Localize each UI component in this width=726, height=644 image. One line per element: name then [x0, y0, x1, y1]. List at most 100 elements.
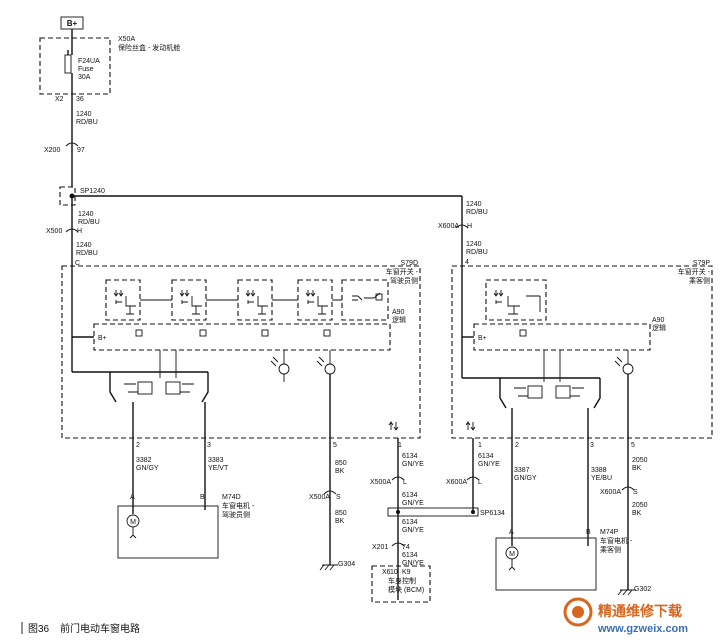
svg-text:6134: 6134	[402, 492, 418, 499]
svg-text:乘客侧: 乘客侧	[600, 545, 621, 554]
svg-text:BK: BK	[632, 465, 642, 472]
svg-text:B: B	[200, 494, 205, 501]
svg-text:RD/BU: RD/BU	[466, 249, 488, 256]
svg-text:S79P: S79P	[693, 260, 710, 267]
svg-text:GN/GY: GN/GY	[136, 465, 159, 472]
x500-connector-h	[65, 228, 79, 233]
svg-text:S: S	[336, 494, 341, 501]
fuse-f24ua	[64, 54, 72, 74]
svg-text:乘客侧: 乘客侧	[689, 276, 710, 285]
svg-text:M: M	[130, 519, 136, 526]
ground-symbol-g302	[617, 589, 636, 596]
svg-text:6134: 6134	[402, 519, 418, 526]
svg-text:C: C	[75, 260, 80, 267]
svg-text:YE/BU: YE/BU	[591, 475, 612, 482]
svg-text:RD/BU: RD/BU	[76, 119, 98, 126]
svg-text:逻辑: 逻辑	[652, 323, 666, 332]
svg-text:3383: 3383	[208, 457, 224, 464]
x201-connector	[391, 542, 405, 547]
x200-connector	[65, 142, 79, 147]
watermark-brand: 精通维修下载	[598, 603, 682, 619]
svg-text:A90: A90	[392, 309, 405, 316]
signal-arrows-right	[465, 421, 476, 431]
svg-text:K9: K9	[402, 569, 411, 576]
svg-text:H: H	[467, 223, 472, 230]
svg-text:1240: 1240	[466, 241, 482, 248]
svg-text:74: 74	[402, 544, 410, 551]
bcm-k9	[371, 565, 431, 603]
svg-text:X500: X500	[46, 228, 62, 235]
x2-conn: X2	[55, 96, 64, 103]
svg-text:X201: X201	[372, 544, 388, 551]
svg-text:GN/GY: GN/GY	[514, 475, 537, 482]
svg-text:A90: A90	[652, 317, 665, 324]
svg-text:BK: BK	[632, 510, 642, 517]
svg-text:SP1240: SP1240	[80, 188, 105, 195]
lockout-switch	[341, 279, 389, 321]
svg-text:B+: B+	[98, 335, 107, 342]
svg-text:6134: 6134	[478, 453, 494, 460]
svg-text:M: M	[509, 551, 515, 558]
svg-text:M74D: M74D	[222, 494, 241, 501]
svg-text:850: 850	[335, 460, 347, 467]
svg-text:BK: BK	[335, 468, 345, 475]
fusebox-x50a	[39, 37, 111, 95]
svg-text:3: 3	[590, 442, 594, 449]
svg-text:X500A: X500A	[309, 494, 330, 501]
svg-text:A: A	[509, 529, 514, 536]
fuse-id: F24UA	[78, 58, 100, 65]
svg-text:RD/BU: RD/BU	[466, 209, 488, 216]
svg-text:2: 2	[515, 442, 519, 449]
fuse-rating: 30A	[78, 74, 91, 81]
svg-text:X600A: X600A	[446, 479, 467, 486]
svg-text:H: H	[77, 228, 82, 235]
svg-text:6134: 6134	[402, 453, 418, 460]
watermark-url: www.gzweix.com	[597, 623, 688, 635]
svg-text:X6: X6	[382, 569, 391, 576]
svg-text:B: B	[586, 529, 591, 536]
x50a-name: 保险丝盒 - 发动机舱	[118, 43, 180, 52]
svg-text:GN/YE: GN/YE	[402, 461, 424, 468]
signal-arrows-left	[388, 421, 399, 431]
svg-text:4: 4	[465, 259, 469, 266]
window-switch-1	[105, 279, 141, 321]
svg-text:1240: 1240	[78, 211, 94, 218]
x50a-id: X50A	[118, 36, 135, 43]
window-switch-passenger	[485, 279, 547, 321]
switch-module-s79p	[451, 265, 713, 439]
svg-text:A: A	[130, 494, 135, 501]
svg-text:3388: 3388	[591, 467, 607, 474]
motor-m74d	[117, 505, 219, 559]
svg-text:X600A: X600A	[600, 489, 621, 496]
svg-text:GN/YE: GN/YE	[402, 527, 424, 534]
svg-text:RD/BU: RD/BU	[76, 250, 98, 257]
svg-text:G304: G304	[338, 561, 355, 568]
svg-text:1240: 1240	[466, 201, 482, 208]
splice-sp6134	[387, 507, 479, 517]
indicator-led-left-1	[270, 350, 290, 382]
x500a-s-connector	[323, 490, 337, 495]
svg-text:X200: X200	[44, 147, 60, 154]
window-switch-3	[237, 279, 273, 321]
svg-text:S: S	[633, 489, 638, 496]
indicator-led-left-2	[316, 350, 336, 375]
svg-text:L: L	[478, 479, 482, 486]
svg-text:驾驶员侧: 驾驶员侧	[222, 510, 250, 519]
svg-text:850: 850	[335, 510, 347, 517]
svg-text:车窗开关 -: 车窗开关 -	[678, 267, 711, 276]
svg-text:GN/YE: GN/YE	[478, 461, 500, 468]
svg-text:L: L	[403, 479, 407, 486]
svg-text:YE/VT: YE/VT	[208, 465, 229, 472]
x500a-l-connector	[391, 476, 405, 481]
svg-text:RD/BU: RD/BU	[78, 219, 100, 226]
motor-relay-right	[499, 350, 601, 409]
svg-text:1: 1	[398, 442, 402, 449]
svg-text:S79D: S79D	[400, 260, 418, 267]
indicator-led-right	[614, 350, 634, 375]
window-switch-4	[297, 279, 333, 321]
x2-pin: 36	[76, 96, 84, 103]
svg-text:车窗电机 -: 车窗电机 -	[222, 501, 255, 510]
figure-title: 前门电动车窗电路	[60, 622, 140, 635]
svg-text:2: 2	[136, 442, 140, 449]
svg-text:逻辑: 逻辑	[392, 315, 406, 324]
